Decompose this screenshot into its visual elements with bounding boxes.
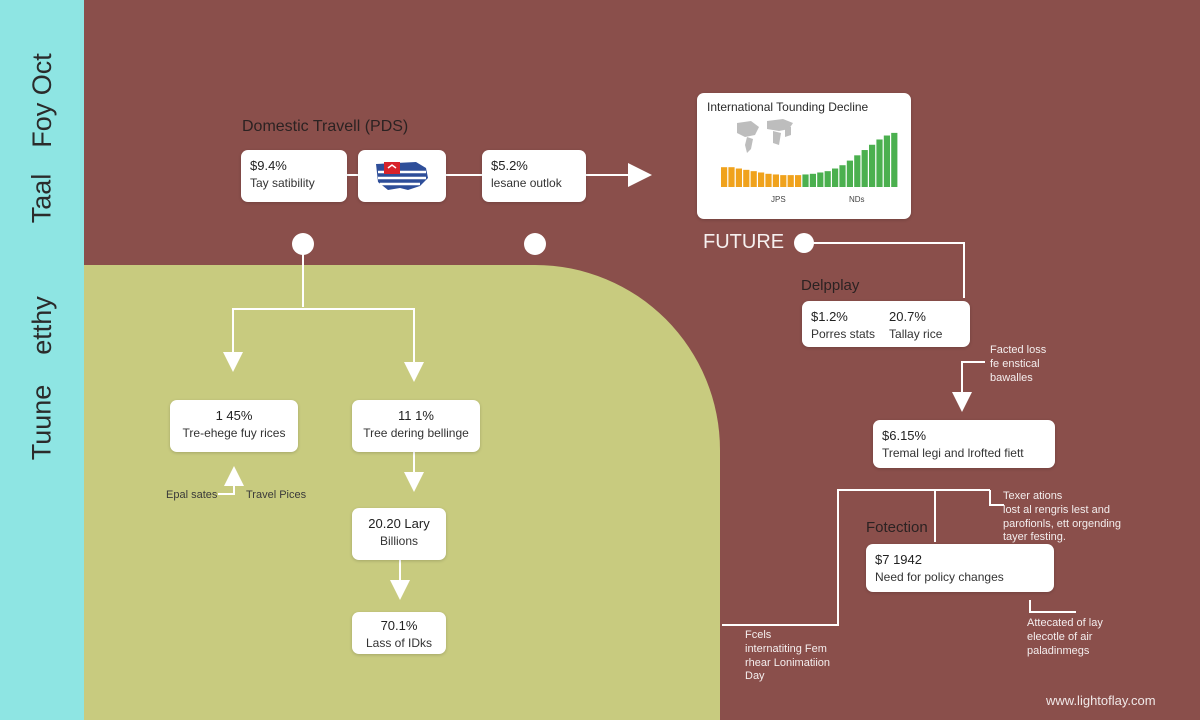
us-flag-map-icon (358, 150, 446, 202)
lower-card-4-value: 70.1% (380, 618, 418, 633)
chart-bar (735, 168, 742, 187)
chart-bar (795, 175, 802, 187)
lower-card-2-value: 11 1% (398, 408, 434, 423)
future-card-1-label-1: Porres stats (811, 326, 876, 341)
delpplay-title: Delpplay (801, 277, 860, 294)
international-chart-card: International Tounding Decline JPS NDs (697, 93, 911, 219)
domestic-card-1-label: Tay satibility (250, 175, 315, 190)
future-note-1: Facted loss fe enstical bawalles (990, 344, 1047, 384)
world-map-icon (737, 119, 793, 153)
international-bar-chart: JPS NDs (721, 119, 898, 204)
chart-bar (772, 174, 779, 187)
side-label-4: Tuune (26, 384, 57, 460)
domestic-card-2-label: lesane outlok (491, 175, 562, 190)
chart-bar (854, 155, 861, 187)
lower-card-1-label: Tre-ehege fuy rices (182, 425, 286, 440)
domestic-card-2-value: $5.2% (491, 158, 528, 173)
chart-bars (721, 132, 898, 187)
chart-bar (846, 160, 853, 187)
future-card-1: $1.2% Porres stats 20.7% Tallay rice (802, 301, 970, 347)
node-dot-2 (524, 233, 546, 255)
chart-bar (883, 135, 890, 187)
chart-bar (891, 132, 898, 187)
lower-note-right: Travel Pices (246, 489, 307, 501)
lower-note-left: Epal sates (166, 489, 218, 501)
chart-bar (787, 175, 794, 187)
chart-bar (869, 144, 876, 187)
future-note-4: Fcels internatiting Fem rhear Lonimatiio… (745, 629, 830, 683)
chart-bar (765, 173, 772, 187)
future-card-2-value: $6.15% (882, 428, 927, 443)
left-band (0, 0, 84, 720)
domestic-card-1-value: $9.4% (250, 158, 287, 173)
chart-bar (876, 139, 883, 187)
chart-bar (824, 171, 831, 187)
chart-bar (743, 169, 750, 187)
domestic-title: Domestic Travell (PDS) (242, 118, 409, 135)
chart-bar (728, 167, 735, 187)
chart-axis-label-2: NDs (849, 195, 865, 204)
chart-bar (750, 171, 757, 187)
future-label: FUTURE (703, 231, 785, 253)
chart-bar (758, 172, 765, 187)
node-dot-future (794, 233, 814, 253)
chart-title: International Tounding Decline (707, 100, 869, 114)
lower-card-3-label: Billions (379, 533, 418, 548)
chart-bar (861, 150, 868, 187)
chart-axis-label-1: JPS (771, 195, 786, 204)
chart-bar (721, 167, 728, 187)
lower-card-3-value: 20.20 Lary (368, 516, 430, 531)
side-label-2: Taal (26, 173, 57, 223)
future-card-3: $7 1942 Need for policy changes (866, 544, 1054, 592)
future-note-3: Attecated of lay elecotle of air paladin… (1027, 617, 1103, 657)
chart-bar (809, 173, 816, 187)
watermark: www.lightoflay.com (1046, 693, 1156, 708)
lower-card-4-label: Lass of IDks (365, 635, 433, 650)
node-dot-1 (292, 233, 314, 255)
future-card-2-label: Tremal legi and lrofted fiett (882, 445, 1024, 460)
future-card-1-value-2: 20.7% (889, 309, 926, 324)
lower-card-1: 1 45% Tre-ehege fuy rices (170, 400, 298, 452)
domestic-card-1: $9.4% Tay satibility (241, 150, 347, 202)
future-card-1-label-2: Tallay rice (889, 326, 943, 341)
fotection-title: Fotection (866, 519, 928, 536)
lower-card-1-value: 1 45% (215, 408, 253, 423)
future-card-3-label: Need for policy changes (875, 569, 1004, 584)
chart-bar (780, 175, 787, 187)
future-card-2: $6.15% Tremal legi and lrofted fiett (873, 420, 1055, 468)
future-card-3-value: $7 1942 (875, 552, 922, 567)
chart-bar (802, 174, 809, 187)
lower-card-2-label: Tree dering bellinge (363, 425, 469, 440)
domestic-card-2: $5.2% lesane outlok (482, 150, 586, 202)
chart-bar (839, 165, 846, 187)
chart-bar (817, 172, 824, 187)
chart-bar (832, 168, 839, 187)
future-note-2: Texer ations lost al rengris lest and pa… (1003, 490, 1122, 544)
future-card-1-value-1: $1.2% (811, 309, 848, 324)
lower-card-2: 11 1% Tree dering bellinge (352, 400, 480, 452)
lower-card-4: 70.1% Lass of IDks (352, 612, 446, 654)
lower-card-3: 20.20 Lary Billions (352, 508, 446, 560)
